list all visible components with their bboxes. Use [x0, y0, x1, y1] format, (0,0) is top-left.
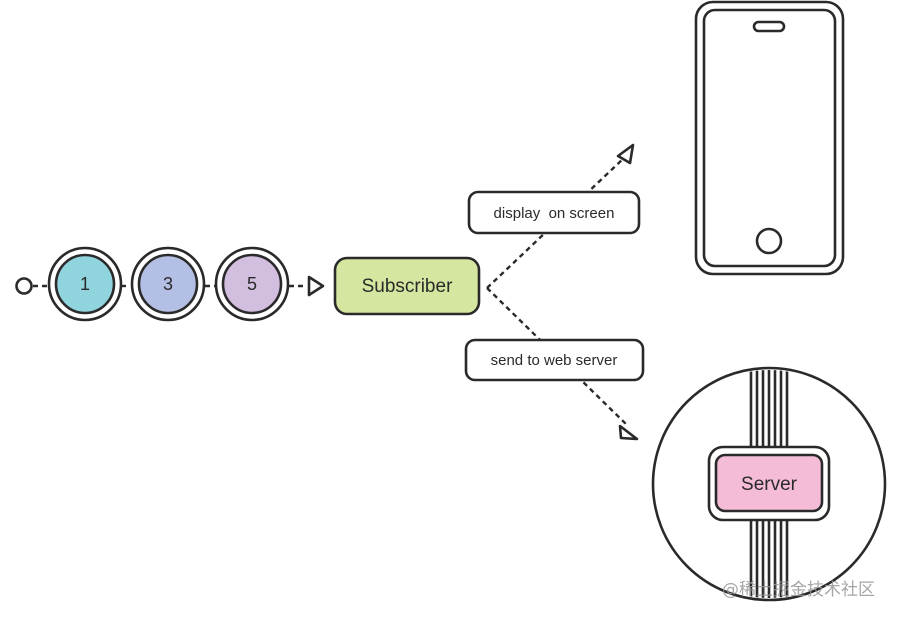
stream-value-label: 5	[247, 274, 257, 294]
stream-value-label: 1	[80, 274, 90, 294]
stream-value-node-3: 3	[130, 246, 206, 322]
phone-speaker	[752, 20, 786, 33]
stream-start-node	[15, 277, 33, 295]
watermark: @稀土掘金技术社区	[722, 580, 875, 600]
server-box-label: Server	[741, 474, 798, 495]
stream-value-label: 3	[163, 274, 173, 294]
branch-connectors	[486, 143, 639, 441]
arrow-to-subscriber-icon	[307, 275, 325, 297]
stream-value-node-5: 5	[214, 246, 290, 322]
display-label-box: display on screen	[467, 190, 641, 235]
branch-line-server	[486, 287, 628, 426]
phone-home-button	[755, 227, 783, 255]
server-label: send to web server	[491, 352, 618, 369]
subscriber-box: Subscriber	[333, 256, 481, 316]
arrow-to-server-icon	[618, 424, 639, 441]
smartphone-icon	[694, 0, 845, 276]
subscriber-label: Subscriber	[362, 276, 453, 297]
server-node: Server	[651, 366, 887, 602]
stream-value-node-1: 1	[47, 246, 123, 322]
observable-stream: 1 3 5	[15, 246, 325, 322]
arrow-to-phone-icon	[616, 143, 635, 165]
server-label-box: send to web server	[464, 338, 645, 382]
display-label: display on screen	[494, 205, 615, 222]
branch-line-display	[486, 156, 626, 289]
